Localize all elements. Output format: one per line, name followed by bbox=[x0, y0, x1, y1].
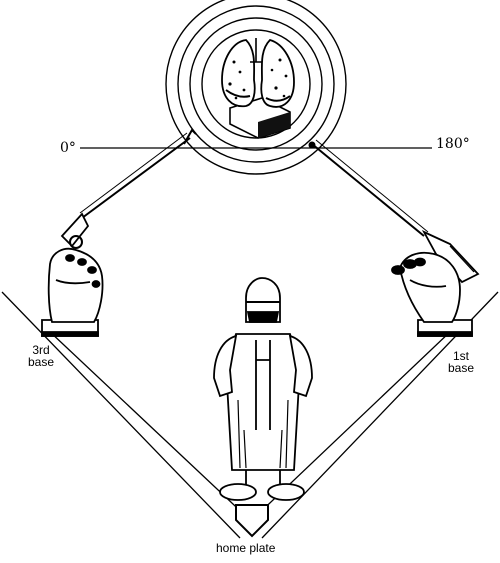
surgeon-left-shoe bbox=[219, 483, 257, 501]
surgeon-legs bbox=[245, 470, 281, 486]
target-circles bbox=[165, 0, 347, 175]
trachea bbox=[250, 38, 262, 63]
surgeon-head bbox=[245, 277, 281, 323]
left-hand bbox=[41, 247, 104, 337]
right-lung bbox=[260, 38, 295, 108]
angle-label-start: 0° bbox=[60, 140, 76, 156]
home-plate-shape bbox=[235, 504, 269, 538]
right-instrument-tip bbox=[308, 141, 316, 149]
left-instrument-ring bbox=[69, 235, 83, 249]
surgeon-gown bbox=[225, 333, 301, 471]
surgeon-gown-belt bbox=[255, 340, 271, 430]
surgeon-mask bbox=[246, 311, 280, 323]
lung-texture bbox=[225, 58, 291, 102]
third-base-line-outer bbox=[1, 291, 241, 539]
right-hand-fist bbox=[399, 251, 461, 323]
target-ring-3 bbox=[189, 17, 323, 151]
surgeon-right-arm bbox=[288, 334, 313, 398]
right-hand-fingers bbox=[391, 257, 426, 275]
target-ring-outer bbox=[165, 0, 347, 175]
right-instrument-shaft bbox=[311, 143, 425, 237]
left-instrument-shaft bbox=[81, 137, 191, 219]
left-instrument bbox=[60, 128, 197, 249]
surgeon-gown-folds bbox=[237, 399, 289, 469]
target-ring-2 bbox=[177, 5, 335, 163]
left-lung bbox=[221, 39, 256, 108]
left-instrument-tip bbox=[183, 128, 197, 145]
lungs-specimen bbox=[221, 38, 295, 139]
left-instrument-handle bbox=[60, 212, 90, 248]
third-base-label: 3rd base bbox=[28, 343, 55, 369]
angle-label-end: 180° bbox=[436, 136, 470, 152]
specimen-block-shadow bbox=[258, 112, 290, 138]
surgeon-left-arm bbox=[213, 334, 238, 398]
left-hand-fingers bbox=[65, 254, 101, 288]
target-ring-inner bbox=[201, 29, 311, 139]
surgeon-right-shoe bbox=[267, 483, 305, 501]
third-base-line-inner bbox=[47, 329, 251, 521]
home-plate-label: home plate bbox=[216, 541, 276, 555]
right-instrument bbox=[308, 139, 480, 284]
first-base-label: 1st base bbox=[448, 349, 475, 375]
right-hand bbox=[391, 251, 473, 337]
right-instrument-handle bbox=[421, 230, 480, 284]
surgeon-figure bbox=[213, 277, 313, 501]
